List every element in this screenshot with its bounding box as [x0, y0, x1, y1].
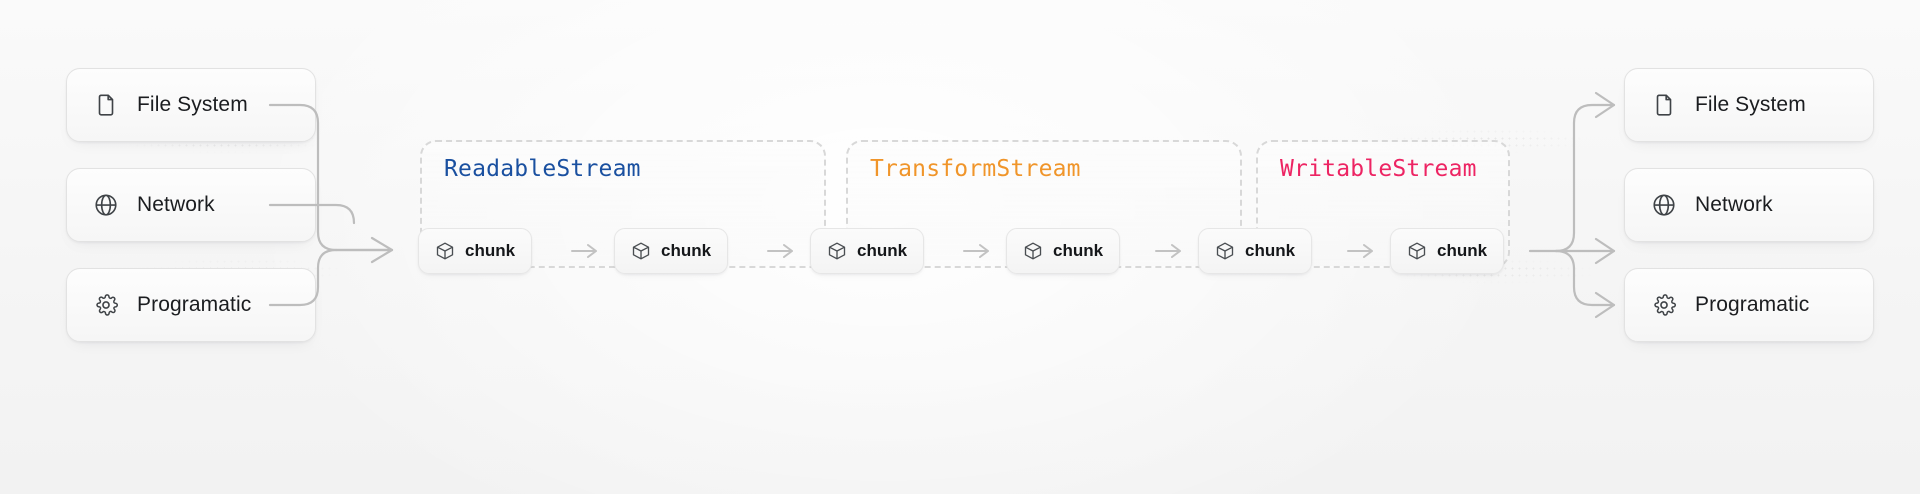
cube-icon — [828, 242, 846, 260]
gear-icon — [1654, 294, 1676, 316]
chunk-pill[interactable]: chunk — [614, 228, 729, 274]
chunk-pill[interactable]: chunk — [1006, 228, 1121, 274]
chunk-label: chunk — [661, 241, 712, 260]
source-card-network[interactable]: Network — [66, 168, 316, 242]
sink-card-label: Network — [1695, 193, 1773, 216]
chunk-pill[interactable]: chunk — [1390, 228, 1505, 274]
sink-card-file-system[interactable]: File System — [1624, 68, 1874, 142]
cube-icon — [1216, 242, 1234, 260]
globe-icon — [1653, 194, 1675, 216]
source-card-label: Network — [137, 193, 215, 216]
file-icon — [1656, 94, 1672, 116]
sink-card-label: File System — [1695, 93, 1806, 116]
section-label-transform-stream: TransformStream — [870, 156, 1081, 182]
chunk-label: chunk — [1437, 241, 1488, 260]
file-icon — [98, 94, 114, 116]
globe-icon — [95, 194, 117, 216]
source-card-label: File System — [137, 93, 248, 116]
gear-icon — [96, 294, 118, 316]
cube-icon — [632, 242, 650, 260]
source-card-label: Programatic — [137, 293, 252, 316]
chunk-pill[interactable]: chunk — [418, 228, 533, 274]
sink-card-label: Programatic — [1695, 293, 1810, 316]
sink-card-network[interactable]: Network — [1624, 168, 1874, 242]
source-card-programatic[interactable]: Programatic — [66, 268, 316, 342]
chunk-label: chunk — [1245, 241, 1296, 260]
chunk-label: chunk — [465, 241, 516, 260]
chunk-pill[interactable]: chunk — [810, 228, 925, 274]
cube-icon — [436, 242, 454, 260]
section-label-readable-stream: ReadableStream — [444, 156, 641, 182]
cube-icon — [1408, 242, 1426, 260]
section-label-writable-stream: WritableStream — [1280, 156, 1477, 182]
source-card-file-system[interactable]: File System — [66, 68, 316, 142]
sink-card-programatic[interactable]: Programatic — [1624, 268, 1874, 342]
cube-icon — [1024, 242, 1042, 260]
chunk-pill[interactable]: chunk — [1198, 228, 1313, 274]
chunk-label: chunk — [857, 241, 908, 260]
chunk-label: chunk — [1053, 241, 1104, 260]
